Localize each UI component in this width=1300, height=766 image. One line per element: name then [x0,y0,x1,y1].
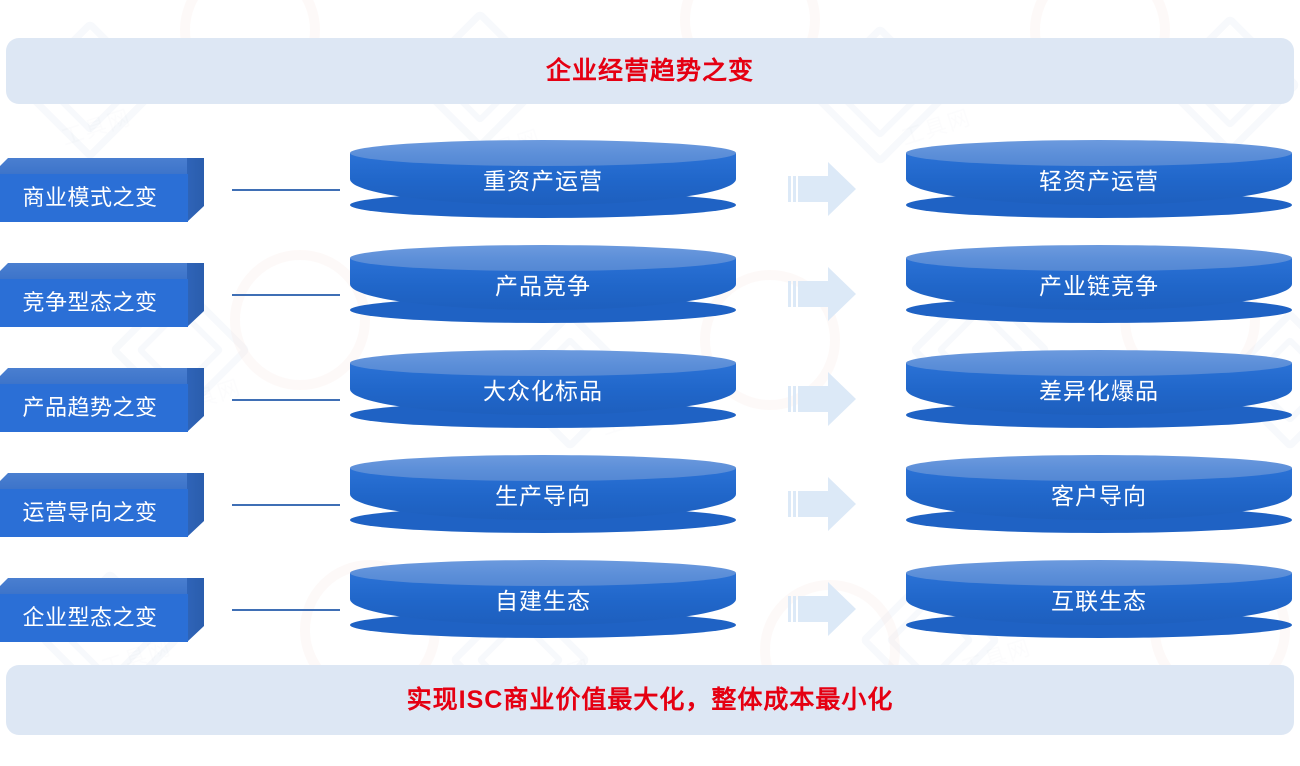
to-label: 产业链竞争 [1039,272,1159,299]
right-arrow-icon [788,372,856,426]
table-row: 运营导向之变 生产导向 客户导向 [0,455,1300,551]
connector-line [232,609,340,611]
box-top-face [0,158,204,174]
from-label: 大众化标品 [483,377,603,404]
box-top-face [0,578,204,594]
cylinder-cap [350,455,736,481]
box-side-face [187,368,204,432]
row-label-text: 产品趋势之变 [22,395,158,420]
to-cylinder[interactable]: 产业链竞争 [906,245,1292,323]
to-label: 互联生态 [1051,587,1147,614]
connector-line [232,399,340,401]
to-label: 差异化爆品 [1039,377,1159,404]
box-front-face: 竞争型态之变 [0,279,188,327]
right-arrow-icon [788,267,856,321]
row-label-text: 企业型态之变 [22,605,158,630]
table-row: 企业型态之变 自建生态 互联生态 [0,560,1300,656]
from-cylinder[interactable]: 大众化标品 [350,350,736,428]
conclusion-text: 实现ISC商业价值最大化，整体成本最小化 [406,685,894,714]
row-label-text: 竞争型态之变 [22,290,158,315]
table-row: 产品趋势之变 大众化标品 差异化爆品 [0,350,1300,446]
cylinder-cap [906,455,1292,481]
page-title-banner: 企业经营趋势之变 [6,38,1294,104]
from-cylinder[interactable]: 重资产运营 [350,140,736,218]
cylinder-cap [906,140,1292,166]
from-label: 重资产运营 [483,167,603,194]
page-title: 企业经营趋势之变 [545,56,754,85]
row-label-text: 运营导向之变 [22,500,158,525]
cylinder-cap [906,560,1292,586]
from-cylinder[interactable]: 生产导向 [350,455,736,533]
row-label-box[interactable]: 商业模式之变 [0,158,204,222]
connector-line [232,189,340,191]
row-label-box[interactable]: 产品趋势之变 [0,368,204,432]
table-row: 竞争型态之变 产品竞争 产业链竞争 [0,245,1300,341]
table-row: 商业模式之变 重资产运营 轻资产运营 [0,140,1300,236]
conclusion-banner: 实现ISC商业价值最大化，整体成本最小化 [6,665,1294,735]
box-top-face [0,263,204,279]
cylinder-cap [906,350,1292,376]
row-label-box[interactable]: 竞争型态之变 [0,263,204,327]
box-front-face: 企业型态之变 [0,594,188,642]
to-cylinder[interactable]: 客户导向 [906,455,1292,533]
box-front-face: 商业模式之变 [0,174,188,222]
box-top-face [0,473,204,489]
box-side-face [187,578,204,642]
box-side-face [187,473,204,537]
to-label: 客户导向 [1051,482,1147,509]
box-side-face [187,158,204,222]
from-label: 生产导向 [495,482,591,509]
cylinder-cap [906,245,1292,271]
right-arrow-icon [788,582,856,636]
box-top-face [0,368,204,384]
cylinder-cap [350,245,736,271]
box-front-face: 运营导向之变 [0,489,188,537]
connector-line [232,294,340,296]
from-label: 产品竞争 [495,272,591,299]
right-arrow-icon [788,162,856,216]
to-cylinder[interactable]: 差异化爆品 [906,350,1292,428]
cylinder-cap [350,140,736,166]
connector-line [232,504,340,506]
cylinder-cap [350,560,736,586]
to-label: 轻资产运营 [1039,167,1159,194]
box-side-face [187,263,204,327]
row-label-box[interactable]: 运营导向之变 [0,473,204,537]
right-arrow-icon [788,477,856,531]
cylinder-cap [350,350,736,376]
box-front-face: 产品趋势之变 [0,384,188,432]
row-label-box[interactable]: 企业型态之变 [0,578,204,642]
from-cylinder[interactable]: 自建生态 [350,560,736,638]
from-label: 自建生态 [495,587,591,614]
to-cylinder[interactable]: 互联生态 [906,560,1292,638]
to-cylinder[interactable]: 轻资产运营 [906,140,1292,218]
row-label-text: 商业模式之变 [22,185,158,210]
from-cylinder[interactable]: 产品竞争 [350,245,736,323]
